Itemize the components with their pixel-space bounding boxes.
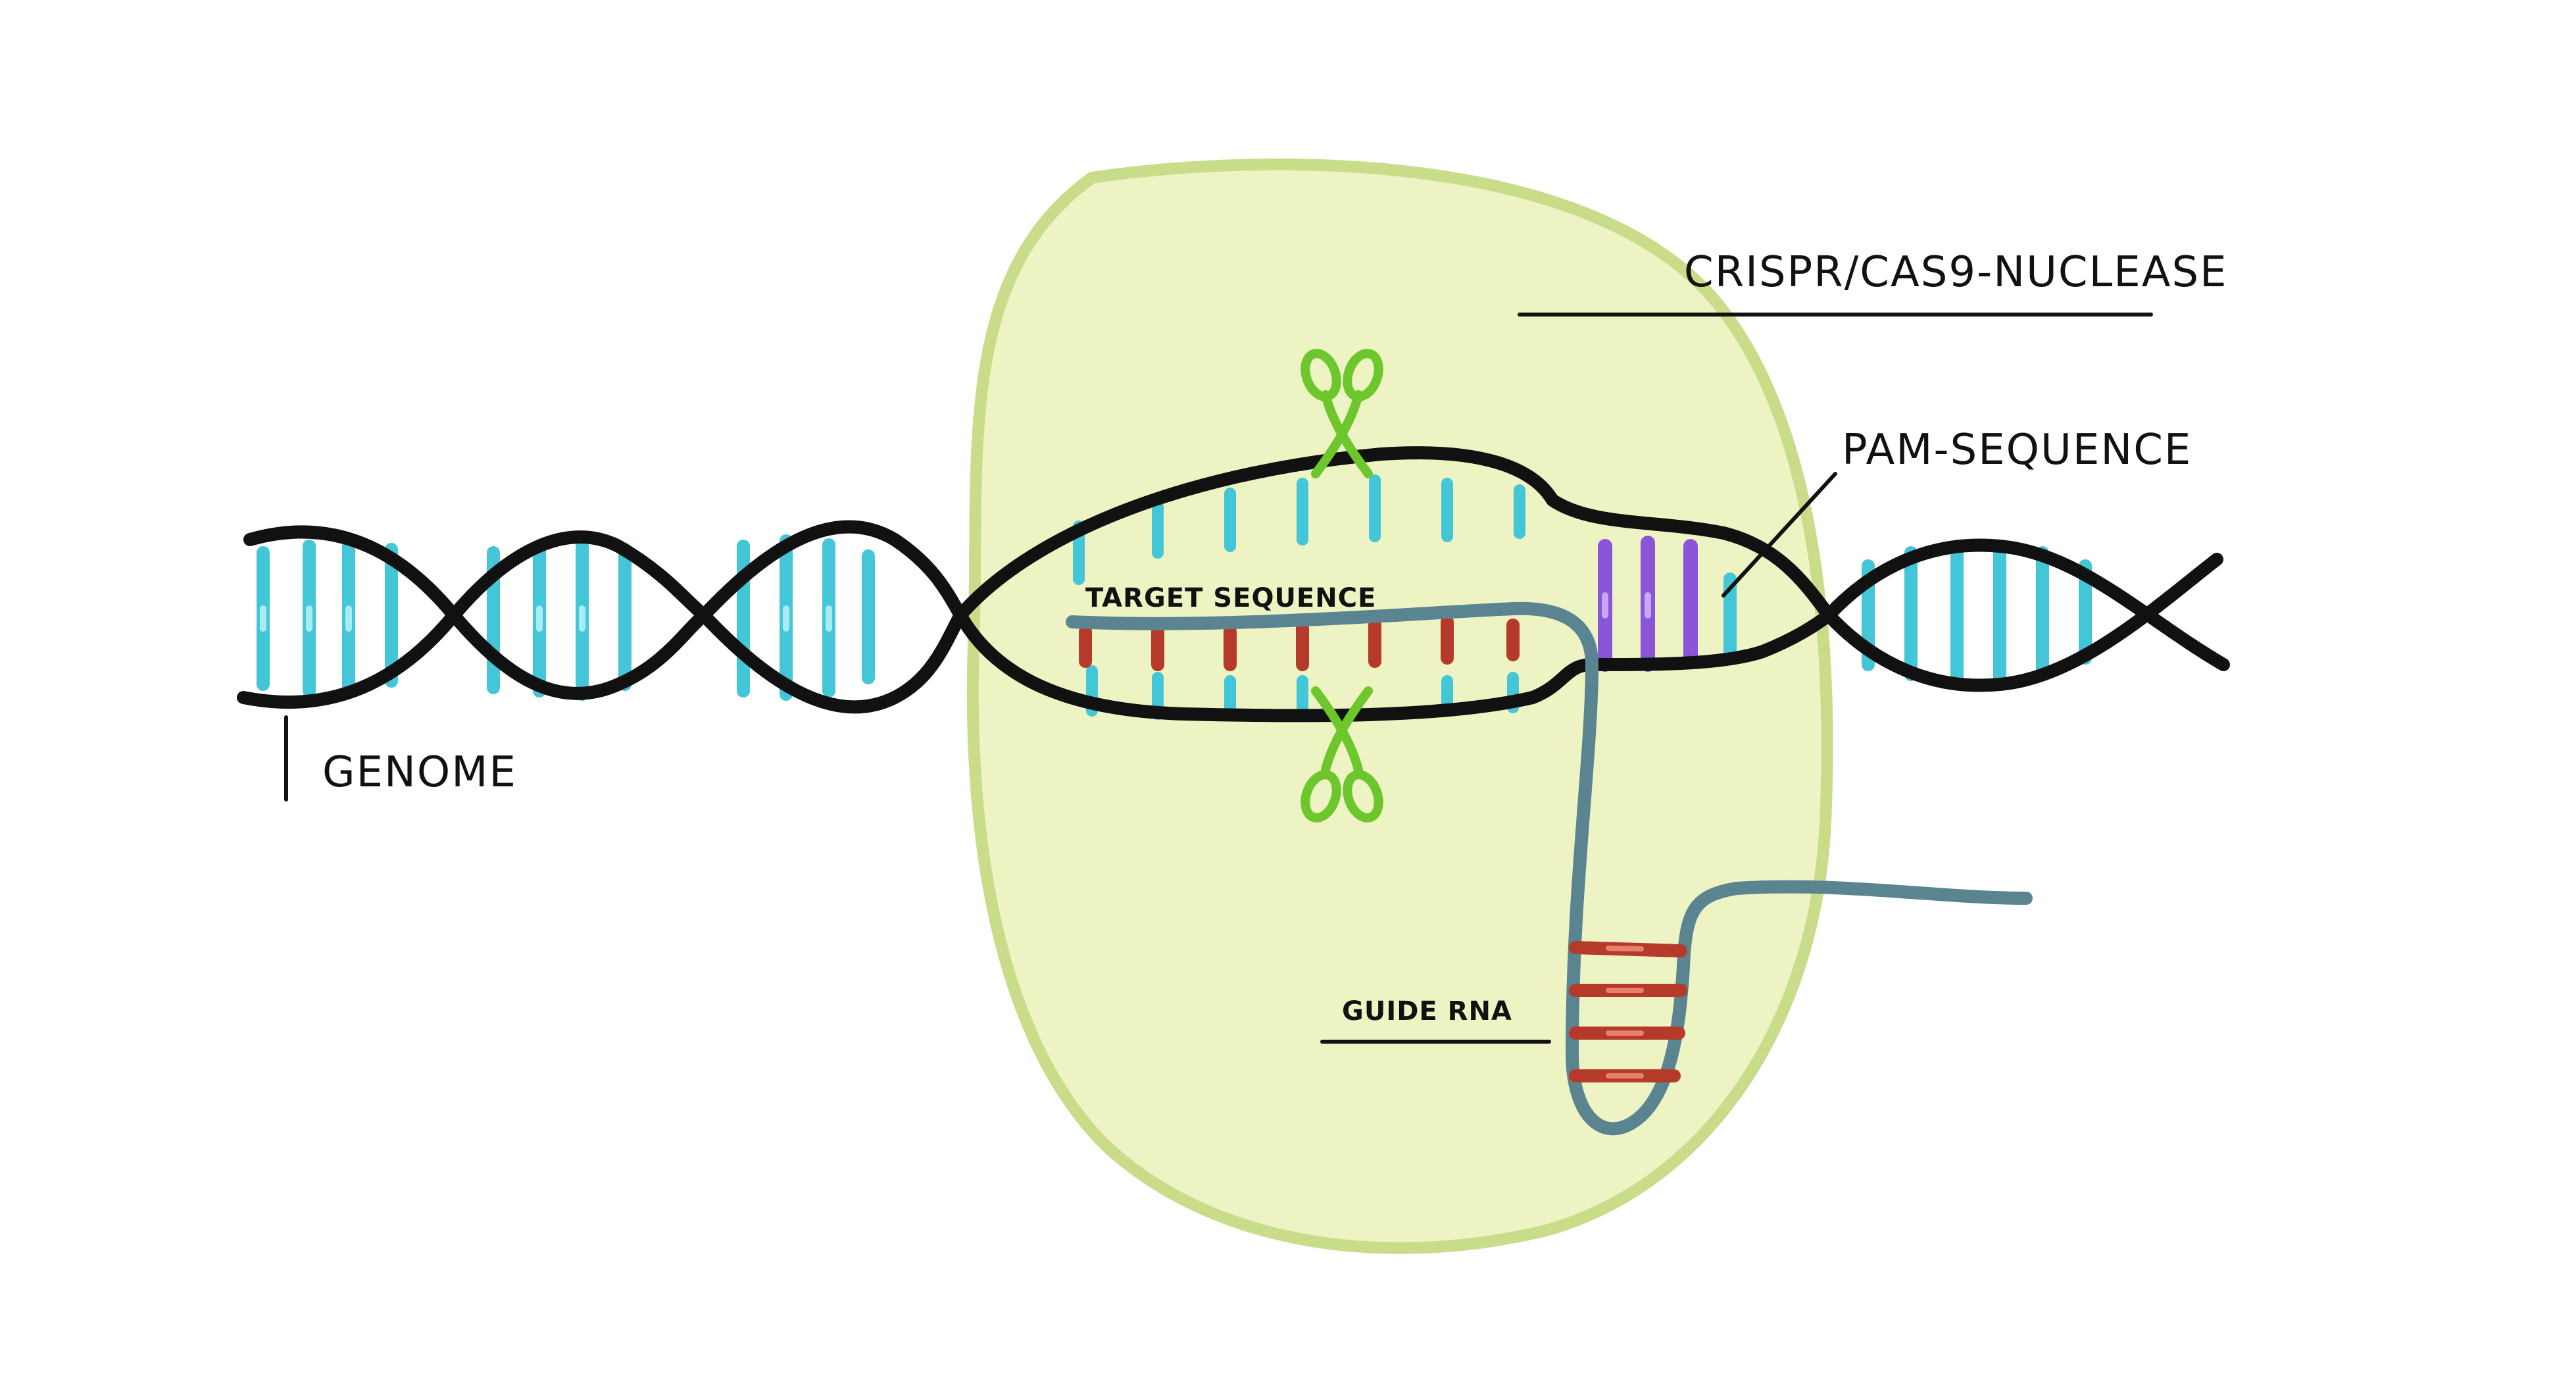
genome-label: GENOME (322, 748, 517, 797)
nuclease-label: CRISPR/CAS9-NUCLEASE (1684, 248, 2228, 297)
hairpin-highlights (1606, 946, 1644, 1079)
pam-highlights (1602, 592, 1651, 619)
target-rna-pairs (1079, 615, 1520, 671)
leader-lines (284, 313, 2153, 1044)
guide-rna-label: GUIDE RNA (1342, 996, 1512, 1027)
base-pairs-left (257, 534, 875, 701)
upper-strand-bases (1073, 474, 1525, 585)
target-sequence-label: TARGET SEQUENCE (1085, 583, 1376, 613)
scissors-icon (1300, 349, 1383, 478)
dna-strands (237, 446, 2230, 723)
base-pair-highlights-left (260, 605, 832, 632)
pam-leader (1721, 472, 1837, 597)
cas9-nuclease-shape (966, 158, 1833, 1254)
pam-label: PAM-SEQUENCE (1842, 426, 2192, 474)
scissors-icon (1300, 686, 1383, 823)
